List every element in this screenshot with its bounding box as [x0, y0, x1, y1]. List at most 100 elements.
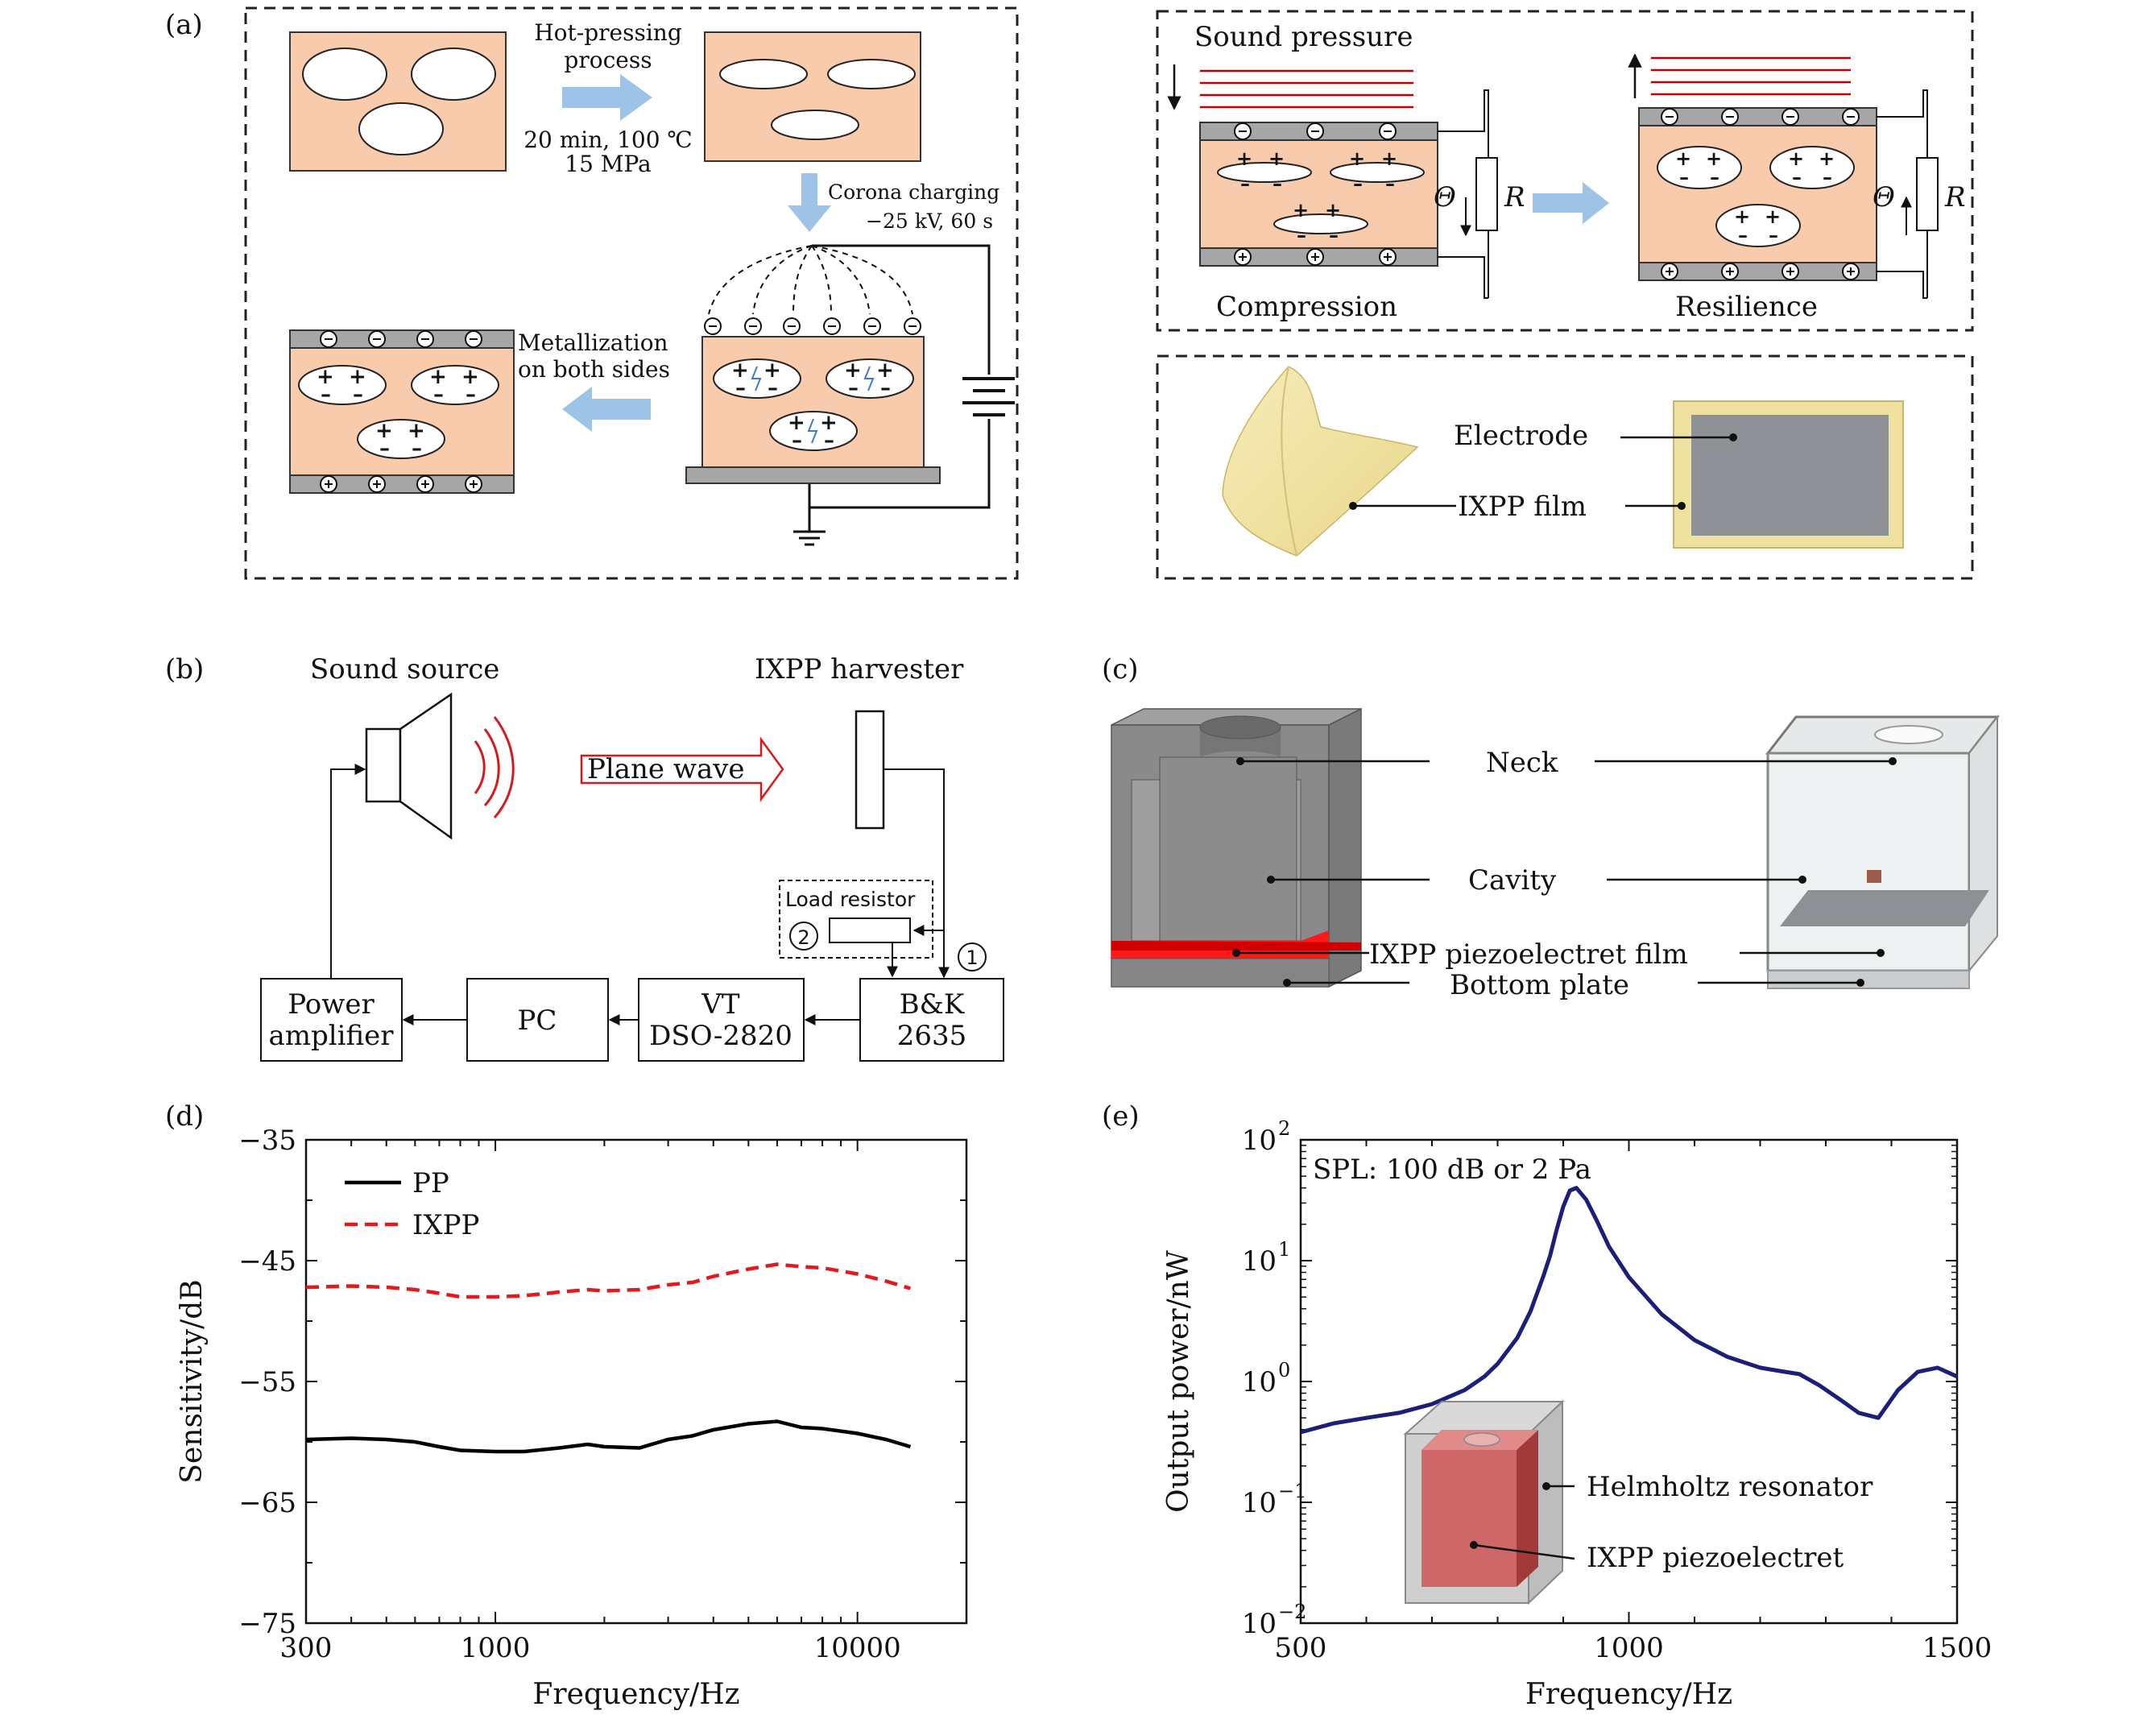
- svg-text:–: –: [848, 376, 859, 400]
- callout-dot: [1470, 1541, 1478, 1549]
- y-tick-exponent: 0: [1278, 1359, 1290, 1381]
- svg-text:Resilience: Resilience: [1675, 291, 1818, 323]
- series-line-pp: [305, 1419, 912, 1454]
- svg-text:Metallization: Metallization: [518, 329, 668, 356]
- plane-wave-arrow: [580, 736, 784, 802]
- svg-text:R: R: [1944, 181, 1966, 213]
- svg-text:–: –: [1738, 223, 1748, 246]
- svg-text:Hot-pressing: Hot-pressing: [534, 19, 682, 46]
- panel-c-label: (c): [1102, 653, 1139, 686]
- svg-text:R: R: [1504, 181, 1525, 213]
- svg-text:IXPP film: IXPP film: [1458, 491, 1587, 523]
- svg-text:+: +: [1706, 147, 1722, 170]
- svg-text:–: –: [1710, 165, 1719, 188]
- vt-dso-box: [638, 978, 805, 1062]
- legend-label: PP: [412, 1167, 449, 1199]
- panel-a-photo-box: Electrode IXPP film: [1156, 354, 1974, 580]
- panel-a-left-box: Hot-pressing process 20 min, 100 ℃ 15 MP…: [244, 6, 1019, 580]
- y-tick-label: 10: [1242, 1125, 1277, 1157]
- power-amplifier-box: [260, 978, 403, 1062]
- svg-text:+: +: [317, 365, 334, 389]
- svg-text:+: +: [731, 358, 749, 383]
- svg-text:Cavity: Cavity: [1468, 864, 1557, 897]
- svg-text:15 MPa: 15 MPa: [565, 151, 651, 177]
- svg-text:Bottom plate: Bottom plate: [1450, 969, 1629, 1001]
- svg-text:Neck: Neck: [1486, 747, 1558, 779]
- x-tick-label: 300: [280, 1632, 333, 1664]
- svg-text:+: +: [844, 358, 862, 383]
- panel-d-label: (d): [165, 1100, 204, 1133]
- panel-a-label: (a): [165, 9, 203, 41]
- svg-text:IXPP piezoelectret film: IXPP piezoelectret film: [1369, 938, 1688, 971]
- svg-text:–: –: [1272, 172, 1282, 195]
- panel-b-label: (b): [165, 653, 204, 686]
- series-line-ixpp: [305, 1262, 912, 1299]
- svg-text:–: –: [1329, 223, 1339, 246]
- svg-text:–: –: [466, 383, 476, 407]
- svg-text:+: +: [1819, 147, 1835, 170]
- svg-text:+: +: [1349, 147, 1365, 170]
- svg-text:–: –: [768, 376, 778, 400]
- svg-text:amplifier: amplifier: [268, 1020, 394, 1052]
- x-axis-label: Frequency/Hz: [1525, 1678, 1732, 1711]
- ixpp-film-photo: [1222, 366, 1419, 557]
- svg-text:on both sides: on both sides: [518, 356, 670, 383]
- hot-press-arrow: [562, 74, 652, 121]
- svg-text:PC: PC: [518, 1004, 557, 1037]
- svg-text:process: process: [564, 47, 652, 73]
- y-tick-label: 10: [1242, 1487, 1277, 1519]
- svg-text:–: –: [1385, 172, 1395, 195]
- svg-text:+: +: [408, 419, 425, 443]
- speaker-icon: [365, 727, 402, 803]
- svg-text:+: +: [1268, 147, 1285, 170]
- y-tick-label: 10: [1242, 1245, 1277, 1278]
- svg-text:B&K: B&K: [900, 988, 965, 1021]
- y-tick-label: −65: [238, 1487, 296, 1519]
- svg-text:–: –: [1353, 172, 1363, 195]
- svg-text:+: +: [1675, 147, 1691, 170]
- y-tick-label: −55: [238, 1366, 296, 1398]
- y-tick-exponent: −1: [1278, 1480, 1306, 1502]
- y-tick-label: −35: [238, 1125, 296, 1157]
- panel-c-resonator: Neck Cavity IXPP piezoelectret film Bott…: [1111, 707, 2001, 1001]
- x-axis-label: Frequency/Hz: [532, 1678, 739, 1711]
- svg-text:VT: VT: [701, 988, 740, 1021]
- svg-text:1: 1: [966, 946, 978, 969]
- inset-label-piezoelectret: IXPP piezoelectret: [1587, 1542, 1844, 1574]
- y-tick-label: 10: [1242, 1608, 1277, 1640]
- callout-dot: [1542, 1482, 1550, 1490]
- y-axis-label: Sensitivity/dB: [176, 1279, 209, 1483]
- svg-text:–: –: [880, 376, 891, 400]
- svg-text:+: +: [1734, 205, 1750, 228]
- svg-text:+: +: [763, 358, 781, 383]
- inset-label-resonator: Helmholtz resonator: [1587, 1471, 1873, 1503]
- svg-text:2635: 2635: [897, 1020, 967, 1052]
- legend-label: IXPP: [412, 1209, 479, 1241]
- svg-text:+: +: [1293, 198, 1309, 222]
- svg-text:Electrode: Electrode: [1454, 420, 1588, 452]
- svg-text:–: –: [1240, 172, 1250, 195]
- pc-box: [466, 978, 609, 1062]
- svg-text:–: –: [321, 383, 331, 407]
- x-tick-label: 10000: [814, 1632, 901, 1664]
- x-tick-label: 500: [1275, 1632, 1327, 1664]
- metallization-arrow: [562, 387, 651, 432]
- svg-text:+: +: [1236, 147, 1252, 170]
- svg-text:Compression: Compression: [1216, 291, 1397, 323]
- svg-text:2: 2: [797, 926, 809, 949]
- y-tick-exponent: 1: [1278, 1238, 1290, 1261]
- svg-text:–: –: [433, 383, 444, 407]
- svg-text:−25 kV, 60 s: −25 kV, 60 s: [866, 209, 993, 233]
- svg-text:+: +: [1765, 205, 1781, 228]
- svg-text:–: –: [353, 383, 363, 407]
- svg-text:–: –: [1769, 223, 1778, 246]
- svg-text:+: +: [349, 365, 366, 389]
- output-power-line: [1300, 1186, 1959, 1435]
- svg-text:Corona charging: Corona charging: [828, 180, 999, 204]
- corona-charges: [704, 317, 921, 335]
- inset-neck: [1463, 1432, 1500, 1447]
- corona-arrow: [788, 173, 831, 232]
- svg-text:+: +: [788, 411, 805, 435]
